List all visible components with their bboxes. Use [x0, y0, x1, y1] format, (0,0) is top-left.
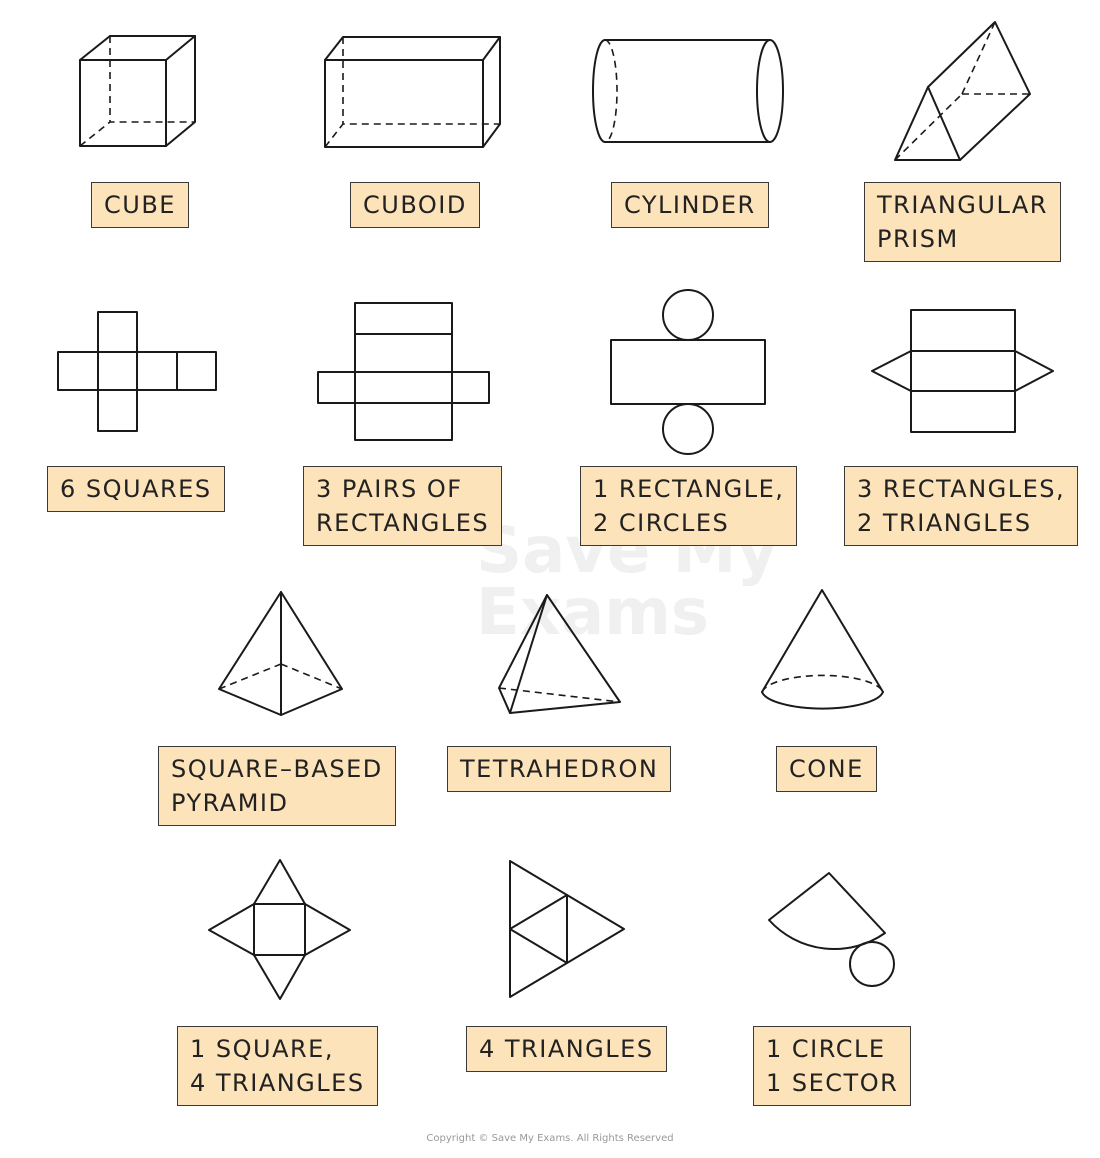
label-cuboid-text: CUBOID: [363, 191, 467, 219]
label-cone: CONE: [776, 746, 877, 792]
label-prism-net-line-2: 2 TRIANGLES: [857, 509, 1032, 537]
cylinder-net-drawing: [610, 289, 766, 455]
label-pyramid-net-line-1: 1 SQUARE,: [190, 1035, 334, 1063]
label-square-pyramid: SQUARE–BASED PYRAMID: [158, 746, 396, 826]
label-cylinder-net-line-1: 1 RECTANGLE,: [593, 475, 785, 503]
label-cube-net: 6 SQUARES: [47, 466, 225, 512]
label-cylinder-text: CYLINDER: [624, 191, 756, 219]
label-cone-net: 1 CIRCLE 1 SECTOR: [753, 1026, 912, 1106]
label-cone-net-line-1: 1 CIRCLE: [766, 1035, 886, 1063]
label-cuboid: CUBOID: [350, 182, 480, 228]
cone-drawing: [761, 589, 884, 710]
label-square-pyramid-line-1: SQUARE–BASED: [171, 755, 383, 783]
label-tetrahedron-text: TETRAHEDRON: [460, 755, 659, 783]
label-tetrahedron-net-text: 4 TRIANGLES: [479, 1035, 654, 1063]
label-cylinder: CYLINDER: [611, 182, 769, 228]
label-cuboid-net: 3 PAIRS OF RECTANGLES: [303, 466, 503, 546]
label-pyramid-net-line-2: 4 TRIANGLES: [190, 1069, 365, 1097]
copyright-notice: Copyright © Save My Exams. All Rights Re…: [426, 1133, 674, 1144]
label-triangular-prism: TRIANGULAR PRISM: [864, 182, 1061, 262]
tetrahedron-net-drawing: [509, 860, 625, 998]
cube-net-drawing: [57, 311, 217, 432]
label-triangular-prism-line-1: TRIANGULAR: [877, 191, 1048, 219]
cylinder-drawing: [592, 39, 784, 143]
tetrahedron-drawing: [498, 594, 621, 714]
label-cuboid-net-line-1: 3 PAIRS OF: [316, 475, 463, 503]
label-prism-net-line-1: 3 RECTANGLES,: [857, 475, 1066, 503]
square-pyramid-drawing: [218, 591, 343, 716]
label-tetrahedron: TETRAHEDRON: [447, 746, 672, 792]
label-cone-text: CONE: [789, 755, 864, 783]
watermark-line-2: Exams: [476, 576, 709, 650]
label-cylinder-net-line-2: 2 CIRCLES: [593, 509, 730, 537]
cone-net-drawing: [768, 872, 895, 987]
prism-net-drawing: [871, 309, 1054, 433]
label-prism-net: 3 RECTANGLES, 2 TRIANGLES: [844, 466, 1079, 546]
label-square-pyramid-line-2: PYRAMID: [171, 789, 289, 817]
cuboid-net-drawing: [317, 302, 490, 441]
label-triangular-prism-line-2: PRISM: [877, 225, 959, 253]
pyramid-net-drawing: [208, 859, 351, 1000]
label-cube-net-text: 6 SQUARES: [60, 475, 212, 503]
label-cuboid-net-line-2: RECTANGLES: [316, 509, 490, 537]
cube-drawing: [79, 35, 196, 147]
label-cube: CUBE: [91, 182, 189, 228]
cuboid-drawing: [324, 36, 501, 148]
label-cylinder-net: 1 RECTANGLE, 2 CIRCLES: [580, 466, 798, 546]
label-tetrahedron-net: 4 TRIANGLES: [466, 1026, 667, 1072]
triangular-prism-drawing: [894, 21, 1031, 161]
label-pyramid-net: 1 SQUARE, 4 TRIANGLES: [177, 1026, 378, 1106]
label-cube-text: CUBE: [104, 191, 176, 219]
label-cone-net-line-2: 1 SECTOR: [766, 1069, 899, 1097]
